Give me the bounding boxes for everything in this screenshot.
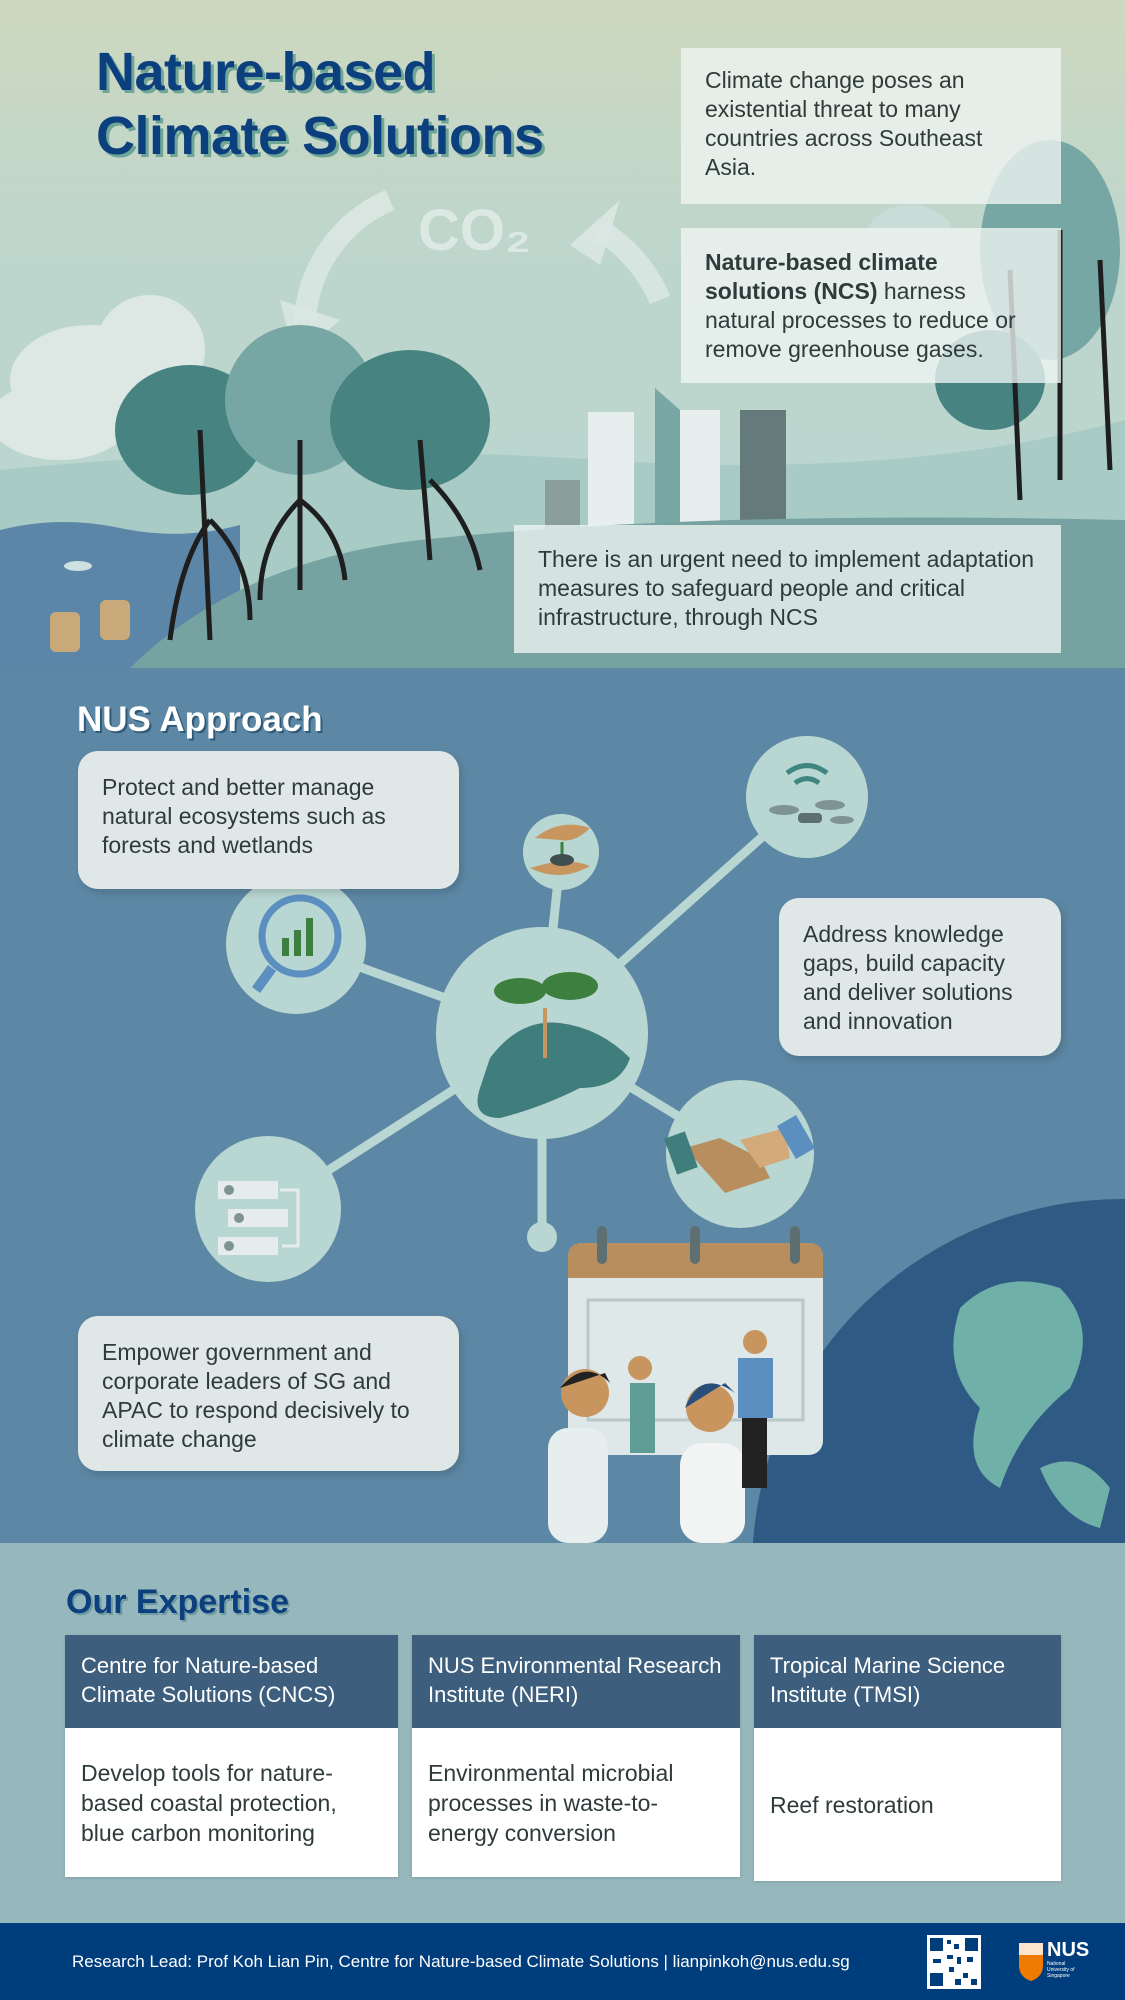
intro-box-urgent-need: There is an urgent need to implement ada… (514, 525, 1061, 653)
process-list-icon (195, 1136, 341, 1282)
card-body: Environmental microbial processes in was… (412, 1728, 740, 1877)
approach-title: NUS Approach (77, 700, 323, 739)
card-header: Tropical Marine Science Institute (TMSI) (754, 1635, 1061, 1728)
research-lead-contact: Research Lead: Prof Koh Lian Pin, Centre… (72, 1952, 850, 1971)
nus-logo-text: NUS (1047, 1939, 1090, 1961)
expertise-card-neri: NUS Environmental Research Institute (NE… (412, 1635, 740, 1877)
footer: Research Lead: Prof Koh Lian Pin, Centre… (0, 1923, 1125, 2000)
approach-item-protect-ecosystems: Protect and better manage natural ecosys… (78, 751, 459, 889)
approach-item-knowledge-gaps: Address knowledge gaps, build capacity a… (779, 898, 1061, 1056)
nus-logo-subtitle: National University of Singapore (1047, 1961, 1075, 1979)
fish-icon (64, 561, 92, 571)
card-description: Environmental microbial processes in was… (428, 1759, 674, 1846)
approach-network-diagram (195, 736, 1125, 1543)
card-header: NUS Environmental Research Institute (NE… (412, 1635, 740, 1728)
coral-stump-icon (50, 600, 130, 652)
hands-sprout-icon (523, 814, 599, 890)
expertise-title: Our Expertise (66, 1583, 289, 1621)
ncs-definition-text: harness natural processes to reduce or r… (705, 278, 1016, 362)
intro-box-threat: Climate change poses an existential thre… (681, 48, 1061, 204)
people-discussing-illustration (548, 1330, 773, 1543)
singapore-sprout-icon (436, 927, 648, 1139)
title-line-1: Nature-based (96, 42, 436, 102)
expertise-section: Our Expertise Centre for Nature-based Cl… (0, 1543, 1125, 1923)
approach-item-empower-leaders: Empower government and corporate leaders… (78, 1316, 459, 1471)
title-line-2: Climate Solutions (96, 106, 544, 166)
approach-section: NUS Approach Protect and better manage n… (0, 668, 1125, 1543)
qr-code-icon[interactable] (927, 1935, 981, 1989)
expertise-card-cncs: Centre for Nature-based Climate Solution… (65, 1635, 398, 1877)
card-description: Reef restoration (770, 1791, 934, 1818)
ncs-definition-term: Nature-based climate solutions (NCS) (705, 249, 938, 304)
handshake-icon (664, 1080, 816, 1228)
intro-box-ncs: Nature-based climate solutions (NCS) har… (681, 228, 1061, 383)
card-description: Develop tools for nature-based coastal p… (81, 1759, 337, 1846)
intro-section: CO₂ (0, 0, 1125, 668)
nus-logo: NUS National University of Singapore (1017, 1939, 1089, 1985)
card-header: Centre for Nature-based Climate Solution… (65, 1635, 398, 1728)
card-body: Develop tools for nature-based coastal p… (65, 1728, 398, 1877)
drone-wifi-icon (746, 736, 868, 858)
connector-end-dot (527, 1222, 557, 1252)
nus-crest-icon (1019, 1943, 1043, 1981)
magnifier-chart-icon (226, 874, 366, 1014)
co2-label: CO₂ (418, 198, 531, 263)
page-title: Nature-based Climate Solutions (96, 40, 544, 168)
card-body: Reef restoration (754, 1728, 1061, 1881)
expertise-card-tmsi: Tropical Marine Science Institute (TMSI)… (754, 1635, 1061, 1881)
